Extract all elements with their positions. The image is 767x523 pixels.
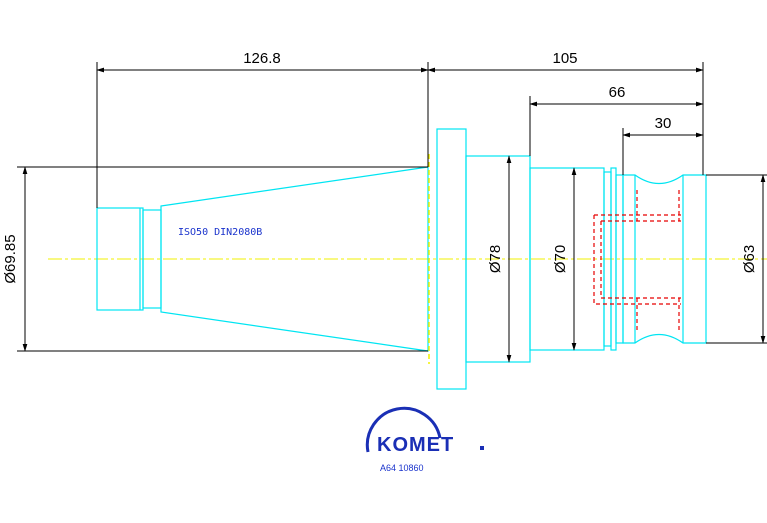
standard-note: ISO50 DIN2080B (178, 227, 262, 238)
dim-d69-85-label: Ø69.85 (2, 234, 19, 283)
komet-logo: KOMET A64 10860 (365, 406, 484, 473)
logo-brand: KOMET (377, 434, 454, 456)
dim-d70-label: Ø70 (552, 245, 569, 273)
dimension-lines (22, 67, 766, 363)
extension-lines (17, 62, 767, 352)
dim-126-8-label: 126.8 (243, 50, 281, 67)
dim-66-label: 66 (609, 84, 626, 101)
dim-105-label: 105 (552, 50, 577, 67)
dim-d63-label: Ø63 (741, 245, 758, 273)
dim-d78-label: Ø78 (487, 245, 504, 273)
logo-arc-icon (365, 406, 442, 453)
logo-dot-icon (480, 446, 484, 450)
dim-30-label: 30 (655, 115, 672, 132)
hidden-lines (593, 190, 681, 330)
logo-code: A64 10860 (380, 463, 424, 473)
